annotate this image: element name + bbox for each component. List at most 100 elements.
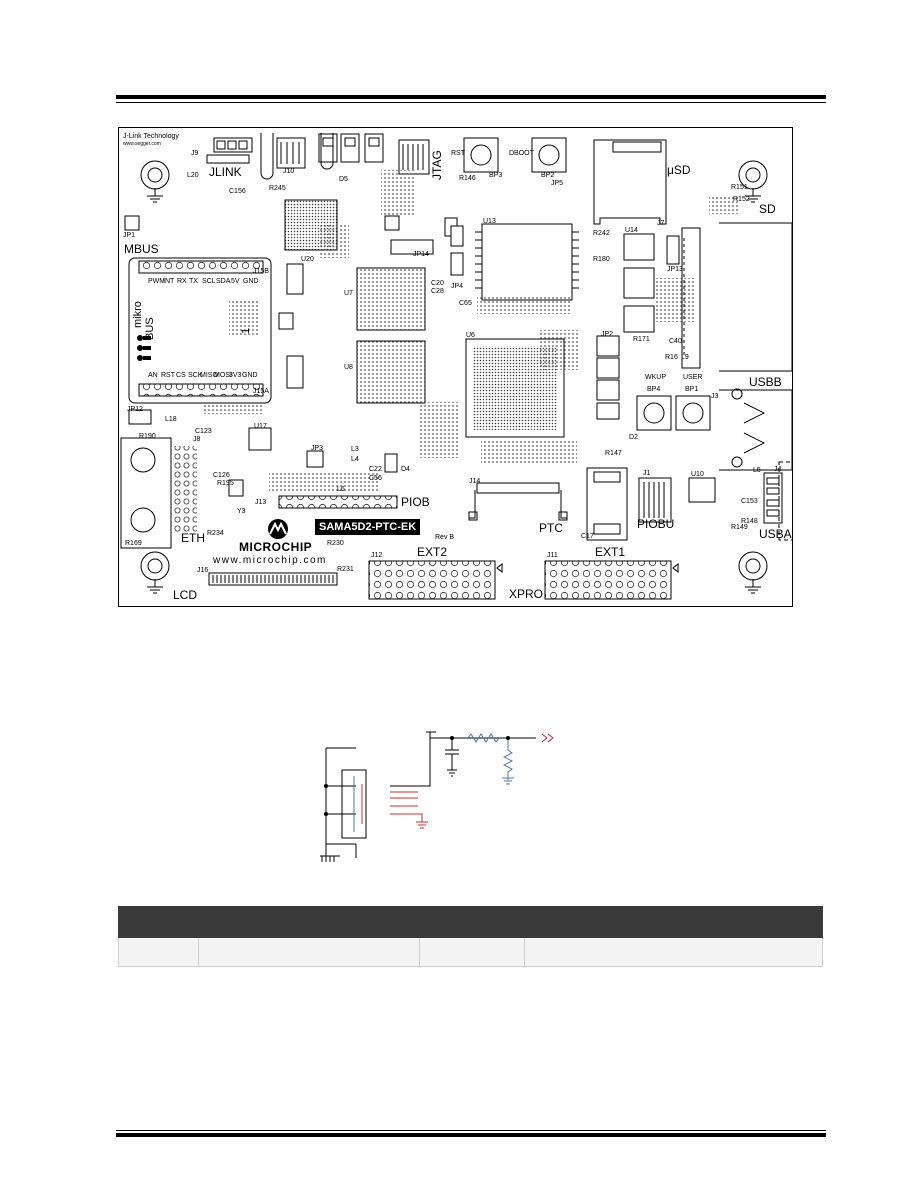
label-jlink: JLINK [209,165,242,179]
mikro-pin-top-1: PWM [148,278,166,285]
mikro-pin-bottom-4: SCK [188,372,203,379]
microchip-url: www.microchip.com [213,555,327,566]
label-piobu: PIOBU [637,517,675,531]
ref-u17: U17 [254,423,267,430]
ref-c65: C65 [459,300,472,307]
ref-l6: L6 [337,486,345,493]
label-ptc: PTC [539,521,563,535]
ref-j11: J11 [547,552,558,559]
ref-jp2: JP2 [601,331,614,338]
btn-rst-label: RST [451,150,465,157]
ref-j15b: J15B [253,268,269,275]
u16-chip [623,267,655,299]
label-lcd: LCD [173,588,198,602]
ref-r146: R146 [459,175,476,182]
ref-r190: R190 [139,433,156,440]
label-ext1: EXT1 [595,545,626,559]
usb-schematic-snippet [320,731,554,862]
btn-boot-label: DBOOT [509,150,534,157]
ref-r152: R152 [733,196,750,203]
ref-c153: C153 [741,498,758,505]
mikro-pin-top-4: TX [189,278,198,285]
ref-c17: C17 [581,533,594,540]
label-eth: ETH [181,531,205,545]
label-piob: PIOB [401,495,430,509]
btn-bp3-label: BP3 [489,172,503,179]
footer-rule-thin [116,1130,826,1131]
ref-l18: L18 [165,416,177,423]
ref-r169: R169 [125,540,142,547]
c17-cap [586,467,628,541]
mikro-pin-top-7: 5V [231,278,240,285]
ref-j10: J10 [283,168,295,175]
ref-r148: R148 [741,518,758,525]
table-header-cell [524,906,823,938]
ref-u13: U13 [483,218,496,225]
u14-chip [623,233,655,261]
microchip-wordmark: MICROCHIP [239,540,313,554]
rev-label: Rev B [435,534,455,541]
ref-l9: L9 [681,354,689,361]
ref-u7: U7 [344,290,353,297]
mikro-pin-bottom-7: 3V3 [229,372,242,379]
table-row [118,937,823,967]
mikro-pin-bottom-5: MISO [200,372,218,379]
ref-y3: Y3 [237,508,246,515]
u8-chip [356,340,426,404]
top-buttons [463,137,567,173]
ref-c126: C126 [213,472,230,479]
board-drawing [120,133,792,600]
usd-slot [593,139,667,225]
ref-c22: C22 [369,466,382,473]
mikro-pin-bottom-8: GND [242,372,258,379]
u13-chip [481,223,573,301]
ref-c56: C56 [369,475,382,482]
ref-r242: R242 [593,230,610,237]
ref-c123: C123 [195,428,212,435]
mikrobus-logo [137,335,151,361]
table-header-cell [118,906,199,938]
label-mbus: MBUS [124,242,159,256]
ref-jp4: JP4 [451,283,464,290]
ref-j14: J14 [469,478,481,485]
ref-c156: C156 [229,188,246,195]
ref-r234: R234 [207,530,224,537]
sd-slot [681,222,792,372]
label-usba: USBA [759,527,792,541]
table-header-row [118,906,823,938]
table-cell [198,937,420,967]
ref-j7: J7 [657,220,665,227]
mikro-number: 1 [240,327,252,334]
ref-r16: R16 [665,354,678,361]
ref-j13: J13 [255,499,267,506]
u13-pins [475,231,579,289]
ref-r151: R151 [731,184,748,191]
table-cell [524,937,823,967]
ref-j4: J4 [774,466,782,473]
board-figure: J-Link Technology www.segger.com JLINK J… [118,127,793,607]
ref-l4: L4 [351,456,359,463]
table-header-cell [419,906,525,938]
ref-u10: U10 [691,471,704,478]
mikrobus-socket [128,257,272,404]
mikro-pin-top-2: INT [163,278,175,285]
usbb-connector [719,388,792,471]
btn-wkup-label: WKUP [645,374,666,381]
ref-r230: R230 [327,540,344,547]
header-rule-thick [116,95,826,99]
mikro-pin-top-8: GND [243,278,259,285]
ref-d4: D4 [401,466,410,473]
mikro-pin-top-3: RX [177,278,187,285]
mikro-pin-bottom-6: MOSI [214,372,232,379]
ref-jp13: JP13 [667,266,683,273]
ref-l5: L5 [753,467,761,474]
ref-l20: L20 [187,172,199,179]
jlink-connector [206,133,334,180]
label-sd: SD [759,202,776,216]
ref-r231: R231 [337,566,354,573]
ref-jp12: JP12 [127,406,143,413]
ref-c40: C40 [669,338,682,345]
label-jtag: JTAG [430,150,444,180]
pad-arrays [203,170,739,491]
ref-jp1: JP1 [123,232,136,239]
